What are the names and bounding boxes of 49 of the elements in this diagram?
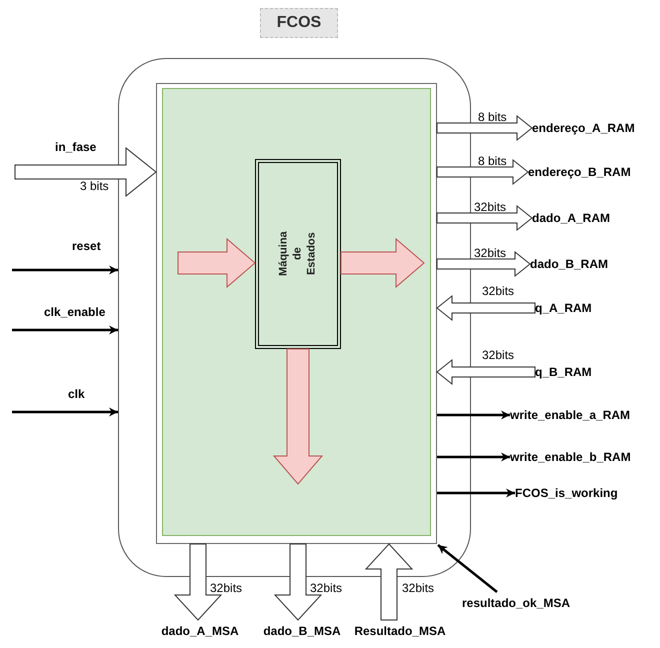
signal-name: endereço_A_RAM <box>532 118 657 138</box>
title-box: FCOS <box>260 8 338 38</box>
block-arrow <box>340 238 425 288</box>
signal-name: clk_enable <box>44 306 106 318</box>
state-machine-box <box>255 159 341 349</box>
signal-name: reset <box>72 240 101 252</box>
state-machine-label: Máquina de Estados <box>277 230 318 278</box>
signal-name: dado_A_RAM <box>532 208 642 228</box>
arrow <box>12 266 118 274</box>
block-arrow <box>364 543 414 620</box>
arrow <box>437 452 510 462</box>
signal-name: in_fase <box>55 141 96 153</box>
block-arrow <box>274 544 322 621</box>
bit-width-label: 32bits <box>482 349 514 361</box>
signal-name: q_B_RAM <box>535 362 625 382</box>
signal-name: dado_B_RAM <box>530 254 640 274</box>
bit-width-label: 32bits <box>310 582 342 594</box>
block-arrow <box>436 250 531 278</box>
block-arrow <box>436 358 536 386</box>
signal-name: FCOS_is_working <box>515 483 645 503</box>
bit-width-label: 32bits <box>210 582 242 594</box>
bit-width-label: 32bits <box>402 582 434 594</box>
bit-width-label: 32bits <box>482 285 514 297</box>
arrow <box>12 408 118 416</box>
signal-name: resultado_ok_MSA <box>462 592 612 614</box>
bit-width-label: 32bits <box>474 247 506 259</box>
block-arrow <box>14 146 157 198</box>
bit-width-label: 8 bits <box>478 155 507 167</box>
bit-width-label: 32bits <box>474 201 506 213</box>
block-arrow <box>436 294 536 322</box>
arrow <box>437 488 515 498</box>
arrow <box>437 544 498 593</box>
bit-width-label: 3 bits <box>80 180 109 192</box>
signal-name: dado_A_MSA <box>150 620 250 642</box>
bit-width-label: 8 bits <box>478 111 507 123</box>
block-arrow <box>436 158 529 186</box>
block-arrow <box>178 238 256 288</box>
signal-name: write_enable_b_RAM <box>510 447 660 467</box>
block-arrow <box>174 544 222 621</box>
signal-name: clk <box>68 388 85 400</box>
signal-name: endereço_B_RAM <box>528 162 653 182</box>
arrow <box>12 326 118 334</box>
signal-name: q_A_RAM <box>535 298 625 318</box>
arrow <box>437 410 510 420</box>
block-arrow <box>436 114 533 142</box>
block-arrow <box>272 348 324 485</box>
module-outline <box>118 58 471 577</box>
signal-name: write_enable_a_RAM <box>510 405 660 425</box>
block-arrow <box>436 204 533 232</box>
